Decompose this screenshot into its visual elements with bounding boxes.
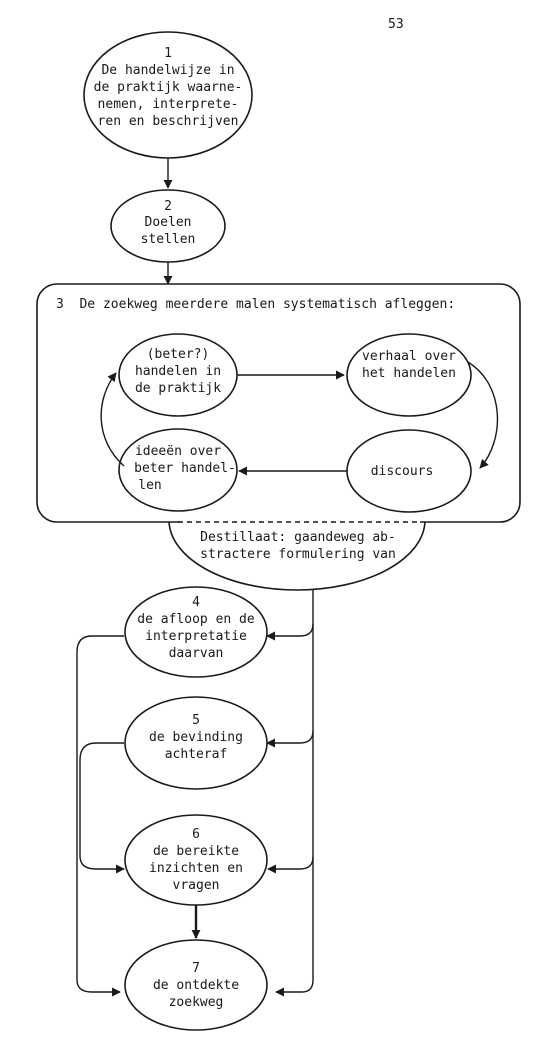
act-line: handelen in [135,364,221,379]
node-1-line: nemen, interprete- [98,97,239,112]
distillate-line: stractere formulering van [200,547,396,562]
node-6 [124,814,268,906]
story-line: verhaal over [362,349,456,364]
node-4-line: daarvan [169,646,224,661]
loop-4-to-7 [76,635,124,997]
act-line: (beter?) [147,347,210,362]
circle-ideas [118,428,238,512]
node-2-line: stellen [141,232,196,247]
node-1-line: De handelwijze in [101,63,234,78]
node-1-line: de praktijk waarne- [94,80,243,95]
branch-right-to-6 [267,856,314,874]
box-3-title: 3 De zoekweg meerdere malen systematisch… [56,297,455,312]
node-6-line: de bereikte [153,844,239,859]
ideas-line: beter handel- [134,461,236,476]
story-line: het handelen [362,366,456,381]
act-line: de praktijk [135,381,221,396]
node-7-line: de ontdekte [153,978,239,993]
branch-right-to-4 [266,623,314,641]
node-1-number: 1 [164,46,172,61]
node-5-line: achteraf [165,747,228,762]
distillate-line: Destillaat: gaandeweg ab- [200,530,396,545]
branch-right-to-5 [266,730,314,748]
node-1-line: ren en beschrijven [98,114,239,129]
trunk-right [275,590,314,997]
node-1 [83,31,253,159]
node-2 [110,189,226,263]
page-number: 53 [388,17,404,32]
loop-5-to-6 [79,742,125,874]
node-4-line: interpretatie [145,629,247,644]
node-7-number: 7 [192,961,200,976]
node-2-number: 2 [164,199,172,214]
node-5 [124,696,268,790]
node-6-line: inzichten en [149,861,243,876]
node-2-line: Doelen [145,215,192,230]
arrow-ideas-to-act [100,372,125,467]
circle-story [346,333,472,417]
node-4-number: 4 [192,595,200,610]
node-5-line: de bevinding [149,730,243,745]
arrow-story-to-discourse [467,361,499,469]
node-5-number: 5 [192,713,200,728]
node-6-number: 6 [192,827,200,842]
node-4-line: de afloop en de [137,612,255,627]
discourse-line: discours [371,464,434,479]
node-7-line: zoekweg [169,995,224,1010]
node-4 [124,586,268,678]
node-7 [124,939,268,1031]
ideas-line: len [138,478,161,493]
ideas-line: ideeën over [135,444,221,459]
node-6-line: vragen [173,878,220,893]
